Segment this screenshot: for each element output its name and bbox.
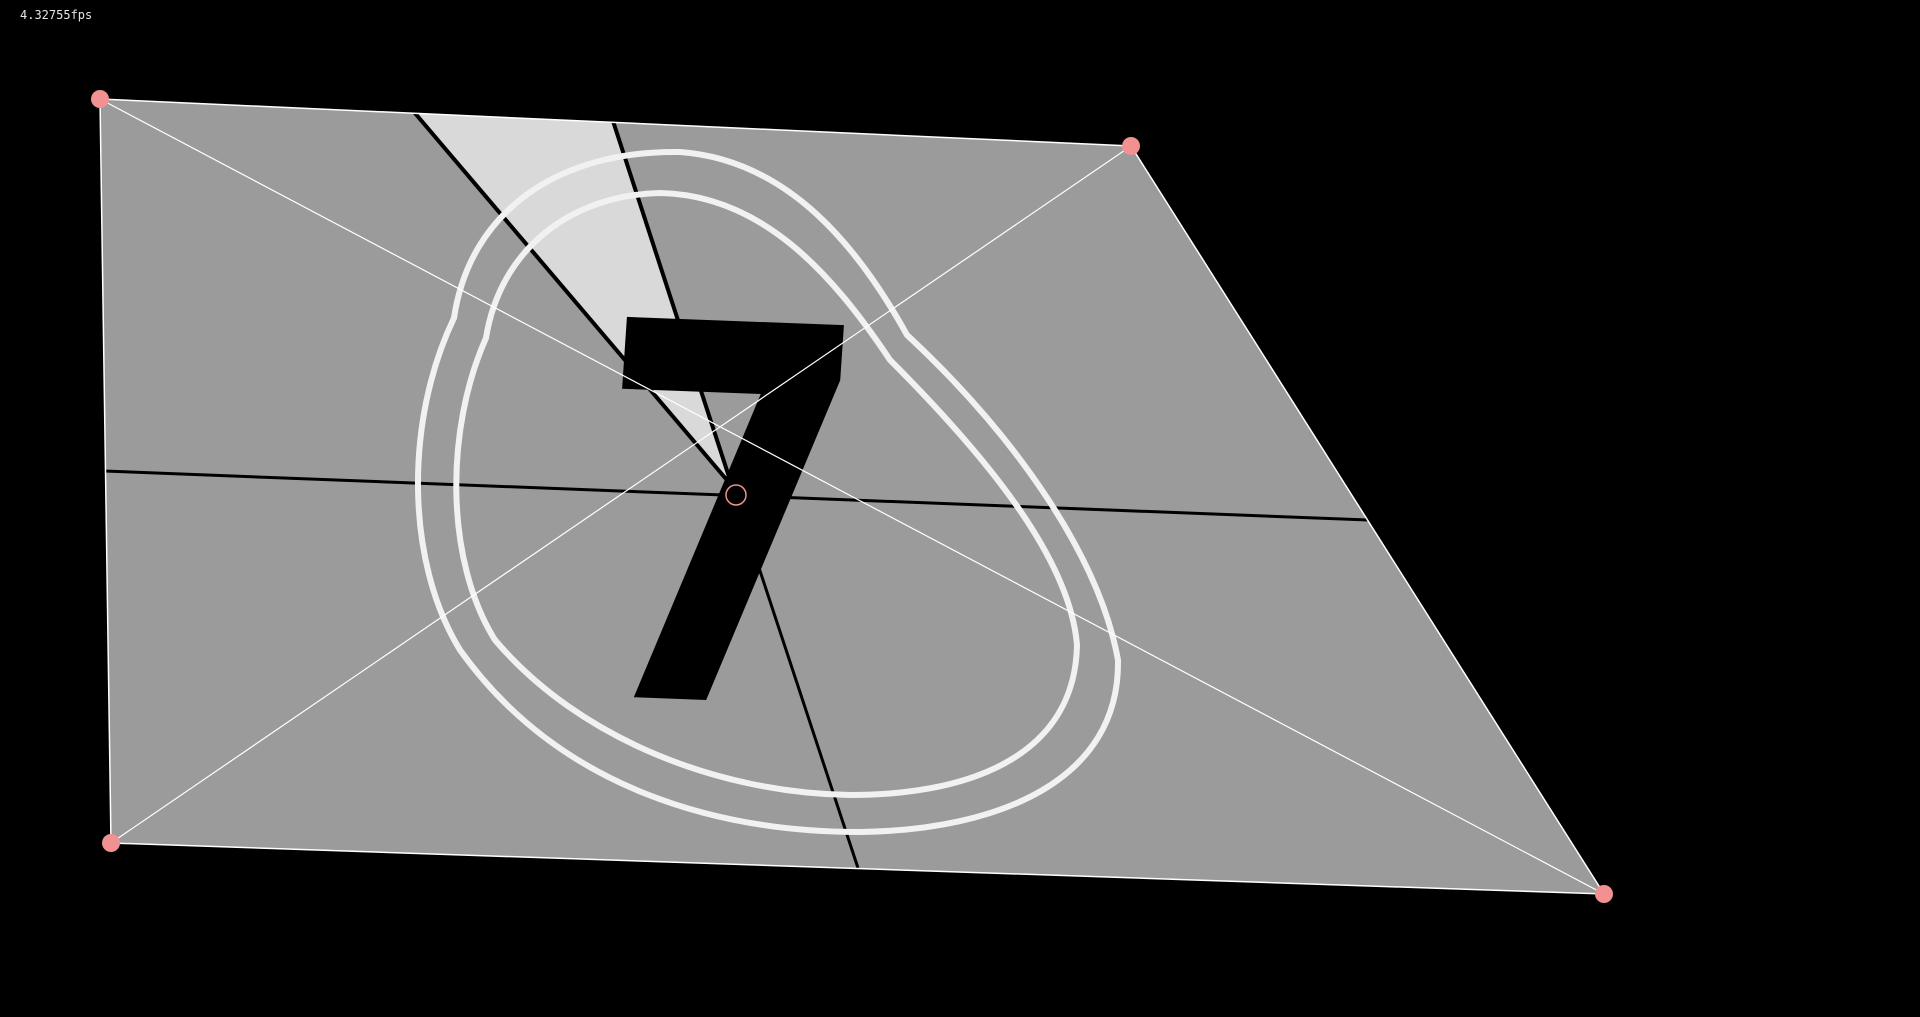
sweep-edge-left [412,110,734,488]
diagonal-guide-a [99,98,1605,895]
center-crosshair-icon [725,484,747,506]
outer-ring [414,148,1122,836]
sweep-edge-right [611,120,734,487]
corner-handle-top-right[interactable] [1122,137,1140,155]
diagonal-guide-b [110,145,1132,844]
corner-handle-top-left[interactable] [91,90,109,108]
inner-ring [453,189,1081,799]
corner-handle-bottom-right[interactable] [1595,885,1613,903]
countdown-digit: 7 [567,214,883,829]
corner-handle-bottom-left[interactable] [102,834,120,852]
fps-counter: 4.32755fps [20,8,93,22]
vertical-crosshair-line [730,485,860,869]
